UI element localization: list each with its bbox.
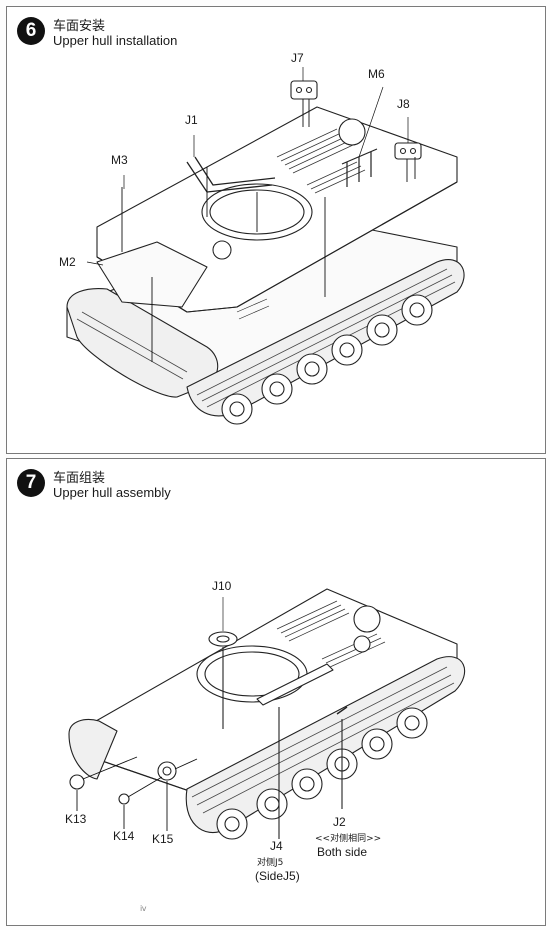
turret-ring [196,645,308,703]
right-track [186,259,465,417]
callout-j4-note-en: (SideJ5) [255,869,300,883]
callout-m2: M2 [59,255,76,269]
callout-j2-note-cn: <<对侧相同>> [315,834,382,844]
callout-k15: K15 [152,832,174,846]
step-6-panel: 6 车面安装 Upper hull installation [6,6,546,454]
callout-j4-note-cn: 对侧J5 [257,858,284,868]
part-j8 [394,142,422,160]
part-k15 [157,761,177,781]
callout-k14: K14 [113,829,135,843]
step-title-cn: 车面安装 [53,19,106,34]
step-title-en: Upper hull installation [53,33,178,48]
callout-k13: K13 [65,812,87,826]
left-track [68,718,118,780]
step-number-badge: 7 [17,469,45,497]
callout-j7: J7 [291,51,304,65]
callout-j1: J1 [185,113,198,127]
callout-j4: J4 [270,839,283,853]
footer-mark: ⅳ [140,904,147,913]
callout-m3: M3 [111,153,128,167]
part-m6 [341,148,378,187]
step-title-cn: 车面组装 [53,471,106,486]
part-j10 [208,631,238,647]
road-wheels [221,294,433,425]
part-j7 [290,80,318,100]
part-j4-bar [256,663,334,706]
upper-hull-installation-diagram [66,67,465,425]
upper-hull-assembly-diagram [68,588,466,840]
front-plate-m2 [96,241,208,308]
callout-j2: J2 [333,815,346,829]
step-title-en: Upper hull assembly [53,485,171,500]
callout-j8: J8 [397,97,410,111]
part-k13 [69,774,85,790]
road-wheels [216,707,428,840]
part-k14 [118,793,130,805]
callout-m6: M6 [368,67,385,81]
step-7-panel: 7 车面组装 Upper hull assembly [6,458,546,926]
step-number-badge: 6 [17,17,45,45]
callout-j10: J10 [212,579,232,593]
part-j2 [336,706,348,715]
callout-j2-note-en: Both side [317,845,368,859]
